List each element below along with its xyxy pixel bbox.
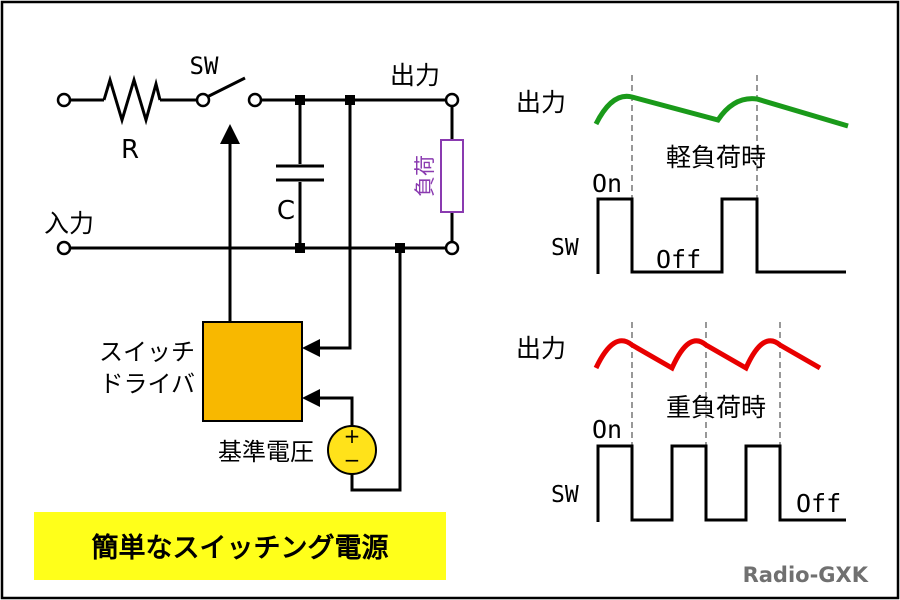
junction-dot xyxy=(395,243,405,253)
switch-label: SW xyxy=(190,52,219,80)
reference-minus-sign: − xyxy=(344,448,361,472)
output-terminal-bottom xyxy=(444,240,460,256)
switch-contact-left xyxy=(195,92,211,108)
wire-feedback xyxy=(316,100,352,350)
output-terminal-top xyxy=(444,92,460,108)
heavy-load-off-label: Off xyxy=(796,489,841,518)
light-load-condition: 軽負荷時 xyxy=(666,143,766,172)
wire-reference xyxy=(350,248,402,492)
output-label-circuit: 出力 xyxy=(390,61,440,90)
light-load-on-label: On xyxy=(592,169,622,198)
light-load-sw-label: SW xyxy=(551,235,579,261)
circuit-wiring xyxy=(56,74,460,492)
light-load-output-label: 出力 xyxy=(516,88,566,117)
switch-driver-box xyxy=(202,321,303,422)
driver-label-line1: スイッチ xyxy=(99,338,195,366)
feedback-arrowhead xyxy=(302,339,320,357)
load-label: 負荷 xyxy=(413,155,437,197)
heavy-load-output-waveform xyxy=(593,338,822,372)
title-banner xyxy=(34,512,446,580)
reference-voltage-label: 基準電圧 xyxy=(218,438,314,466)
reference-plus-sign: + xyxy=(344,424,361,448)
light-load-panel: 出力 軽負荷時 On Off SW xyxy=(516,75,849,274)
heavy-load-condition: 重負荷時 xyxy=(666,393,766,422)
load-symbol xyxy=(440,139,464,213)
input-terminal-bottom xyxy=(56,240,72,256)
switch-blade xyxy=(206,76,246,99)
driver-label-line2: ドライバ xyxy=(99,370,195,398)
switch-contact-right xyxy=(247,92,263,108)
heavy-load-output-label: 出力 xyxy=(516,334,566,363)
resistor-label: R xyxy=(121,135,139,165)
light-load-output-waveform xyxy=(593,93,849,129)
title-text: 簡単なスイッチング電源 xyxy=(92,532,389,564)
wire-reference-to-driver xyxy=(316,396,354,426)
reference-arrowhead xyxy=(302,389,320,407)
input-terminal-top xyxy=(56,92,72,108)
capacitor-label: C xyxy=(277,196,295,226)
junction-dot xyxy=(345,95,355,105)
heavy-load-panel: 出力 重負荷時 On Off SW xyxy=(516,322,846,522)
light-load-off-label: Off xyxy=(656,245,701,274)
control-arrowhead xyxy=(220,124,240,144)
heavy-load-on-label: On xyxy=(592,415,622,444)
reference-voltage-source xyxy=(327,425,377,475)
junction-dot xyxy=(295,95,305,105)
resistor-symbol xyxy=(102,74,162,126)
input-label: 入力 xyxy=(44,209,94,238)
heavy-load-sw-waveform xyxy=(596,444,846,522)
light-load-sw-waveform xyxy=(596,197,846,274)
junction-dot xyxy=(295,243,305,253)
heavy-load-sw-label: SW xyxy=(551,482,579,508)
credit-text: Radio-GXK xyxy=(743,563,869,587)
